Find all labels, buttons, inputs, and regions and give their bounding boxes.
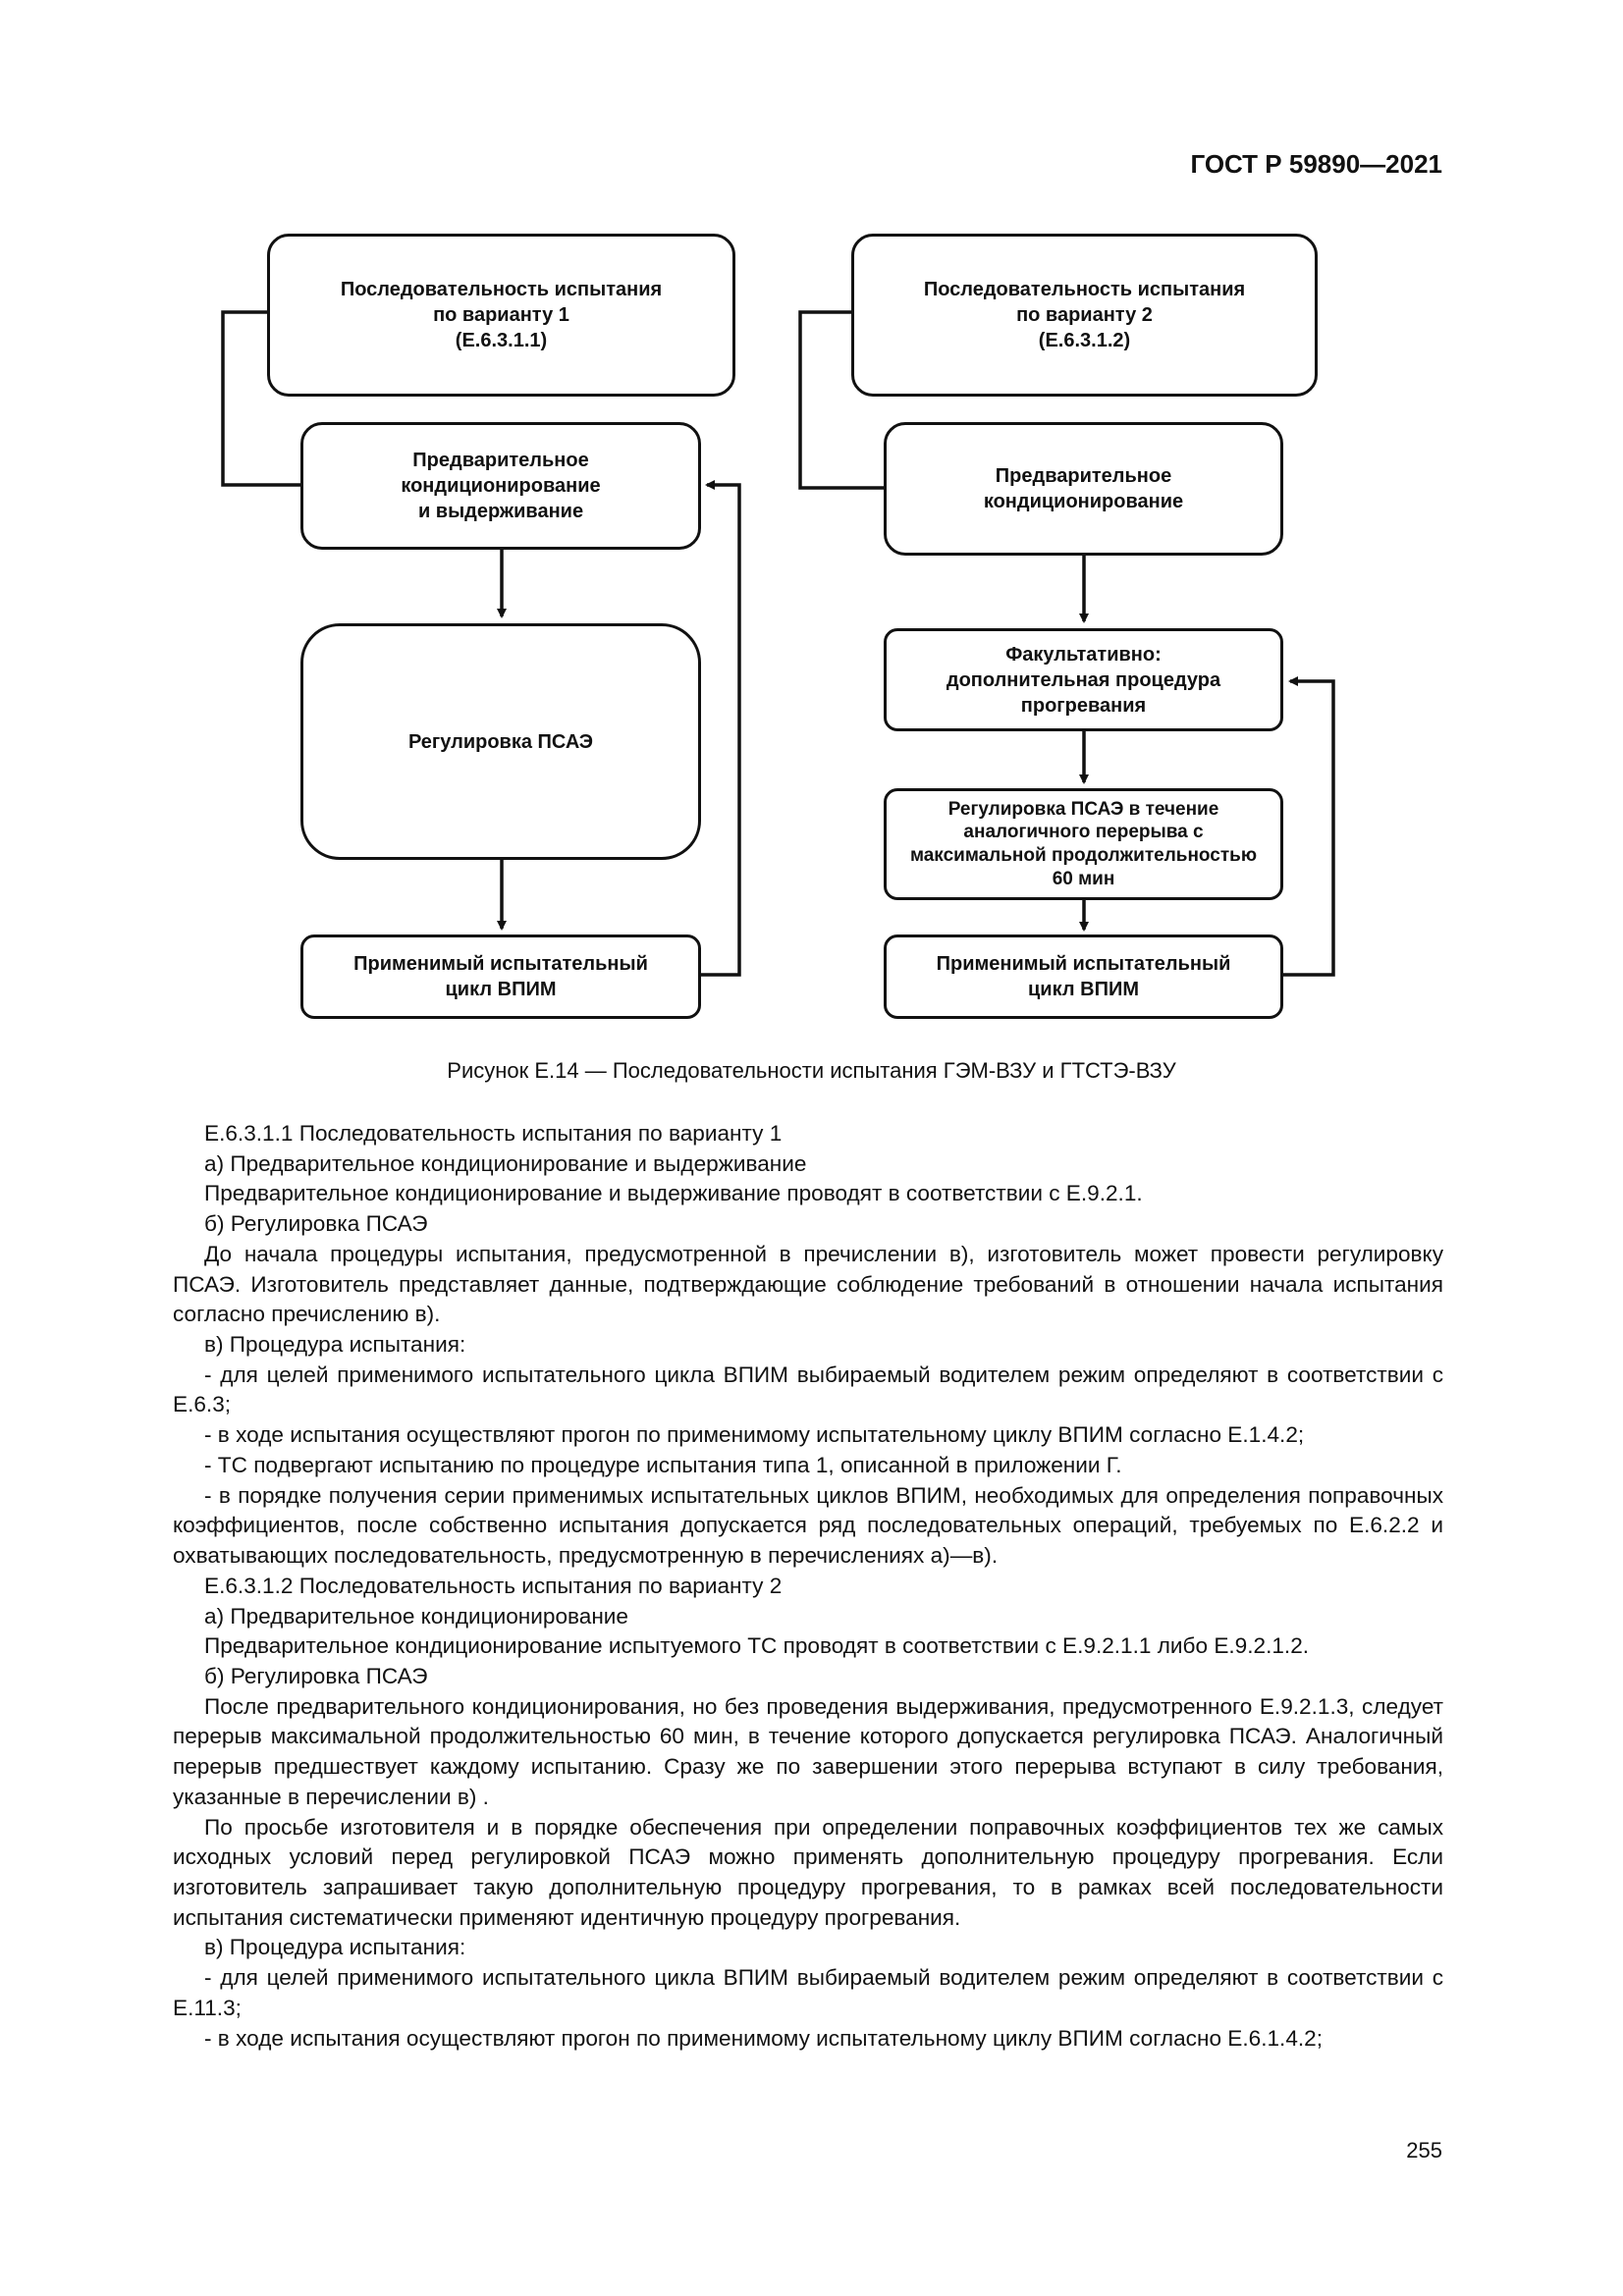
box-line: цикл ВПИМ bbox=[445, 979, 557, 1000]
box-line: кондиционирование bbox=[401, 475, 601, 497]
left-precond-box: Предварительное кондиционирование и выде… bbox=[300, 422, 701, 550]
right-start-box: Последовательность испытания по варианту… bbox=[851, 234, 1318, 397]
box-line: по варианту 2 bbox=[1016, 304, 1153, 326]
right-loop-arrow bbox=[1283, 676, 1335, 977]
paragraph: - в ходе испытания осуществляют прогон п… bbox=[204, 1422, 1305, 1448]
right-warmup-box: Факультативно: дополнительная процедура … bbox=[884, 628, 1283, 731]
box-line: Факультативно: bbox=[1005, 643, 1162, 666]
paragraph: - ТС подвергают испытанию по процедуре и… bbox=[204, 1452, 1122, 1477]
paragraph: а) Предварительное кондиционирование bbox=[204, 1603, 628, 1629]
paragraph: б) Регулировка ПСАЭ bbox=[204, 1663, 428, 1688]
flowchart-connectors bbox=[221, 310, 1335, 977]
paragraph: а) Предварительное кондиционирование и в… bbox=[204, 1150, 807, 1176]
box-line: Регулировка ПСАЭ bbox=[407, 730, 594, 753]
right-precond-box: Предварительное кондиционирование bbox=[884, 422, 1283, 556]
paragraph: - в ходе испытания осуществляют прогон п… bbox=[204, 2025, 1324, 2051]
paragraph: - для целей применимого испытательного ц… bbox=[173, 1965, 1443, 2020]
box-line: Последовательность испытания bbox=[923, 279, 1246, 300]
paragraph: - для целей применимого испытательного ц… bbox=[173, 1362, 1443, 1417]
left-bracket-line bbox=[221, 310, 300, 487]
box-line: Последовательность испытания bbox=[340, 279, 663, 300]
page-number: 255 bbox=[1406, 2138, 1442, 2163]
document-code: ГОСТ Р 59890—2021 bbox=[1190, 149, 1442, 179]
box-line: дополнительная процедура bbox=[946, 668, 1221, 691]
box-line: цикл ВПИМ bbox=[1028, 979, 1139, 1000]
right-bracket-line bbox=[798, 310, 884, 490]
paragraph: Предварительное кондиционирование испыту… bbox=[204, 1633, 1310, 1659]
left-adjust-box: Регулировка ПСАЭ bbox=[300, 623, 701, 860]
paragraph: б) Регулировка ПСАЭ bbox=[204, 1211, 428, 1237]
body-text: Е.6.3.1.1 Последовательность испытания п… bbox=[173, 1119, 1443, 2054]
paragraph: Предварительное кондиционирование и выде… bbox=[204, 1181, 1143, 1206]
box-line: прогревания bbox=[1020, 694, 1147, 717]
box-line: по варианту 1 bbox=[433, 304, 569, 326]
right-adjust-box: Регулировка ПСАЭ в течение аналогичного … bbox=[884, 788, 1283, 900]
box-line: и выдерживание bbox=[417, 501, 584, 522]
paragraph: Е.6.3.1.1 Последовательность испытания п… bbox=[204, 1121, 783, 1146]
paragraph: По просьбе изготовителя и в порядке обес… bbox=[173, 1814, 1443, 1930]
left-loop-arrow bbox=[701, 480, 741, 977]
figure-caption: Рисунок Е.14 — Последовательности испыта… bbox=[447, 1058, 1176, 1083]
box-line: Регулировка ПСАЭ в течение bbox=[947, 798, 1219, 820]
paragraph: - в порядке получения серии применимых и… bbox=[173, 1482, 1443, 1569]
paragraph: в) Процедура испытания: bbox=[204, 1935, 466, 1960]
left-cycle-box: Применимый испытательный цикл ВПИМ bbox=[300, 934, 701, 1019]
paragraph: Е.6.3.1.2 Последовательность испытания п… bbox=[204, 1573, 783, 1598]
box-line: аналогичного перерыва с bbox=[963, 822, 1204, 843]
right-cycle-box: Применимый испытательный цикл ВПИМ bbox=[884, 934, 1283, 1019]
box-line: (Е.6.3.1.1) bbox=[455, 330, 548, 351]
box-line: максимальной продолжительностью bbox=[909, 845, 1258, 866]
box-line: Применимый испытательный bbox=[936, 953, 1231, 975]
paragraph: До начала процедуры испытания, предусмот… bbox=[173, 1241, 1443, 1327]
box-line: 60 мин bbox=[1052, 868, 1115, 889]
paragraph: в) Процедура испытания: bbox=[204, 1332, 466, 1358]
box-line: Предварительное bbox=[995, 465, 1172, 487]
left-start-box: Последовательность испытания по варианту… bbox=[267, 234, 735, 397]
box-line: (Е.6.3.1.2) bbox=[1038, 330, 1131, 351]
box-line: кондиционирование bbox=[983, 491, 1184, 512]
box-line: Предварительное bbox=[412, 450, 589, 471]
box-line: Применимый испытательный bbox=[353, 953, 648, 975]
paragraph: После предварительного кондиционирования… bbox=[173, 1693, 1443, 1809]
